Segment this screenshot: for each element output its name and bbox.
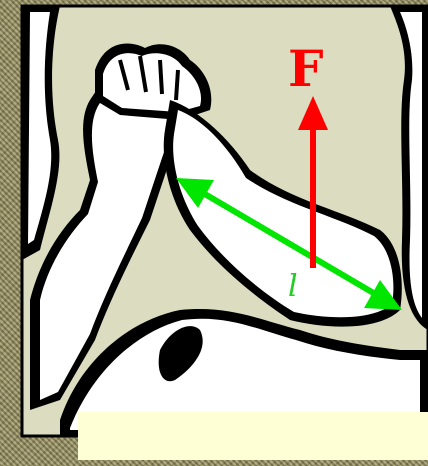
caption-box [78,412,428,460]
force-label: F [288,39,324,98]
lever-arm-label: l [288,269,298,304]
